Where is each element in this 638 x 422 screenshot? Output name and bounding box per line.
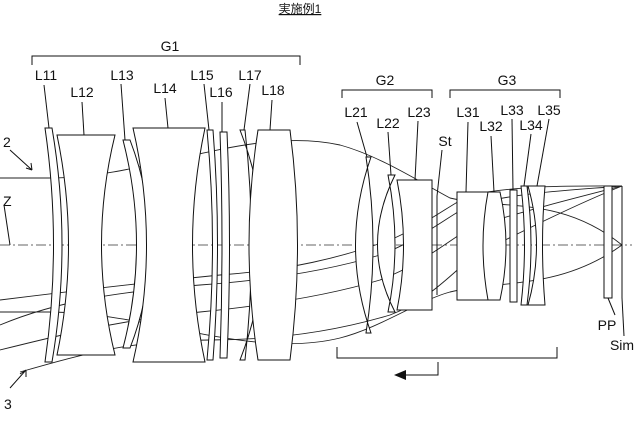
group-label-g2: G2 <box>376 72 395 88</box>
label-l22: L22 <box>376 115 400 131</box>
label-l13: L13 <box>110 67 134 83</box>
lens-l35 <box>527 185 546 306</box>
ray-2-leader-arrow <box>9 149 33 171</box>
group-bracket-g1 <box>31 55 301 65</box>
label-l14: L14 <box>153 80 177 96</box>
label-l32: L32 <box>479 118 503 134</box>
label-l34: L34 <box>519 117 543 133</box>
lens-l34 <box>520 185 532 306</box>
figure-title: 実施例1 <box>279 1 322 16</box>
label-stop: St <box>438 133 451 149</box>
label-l15: L15 <box>190 67 214 83</box>
lens-l12 <box>56 134 116 356</box>
group-bracket-g3 <box>449 89 561 98</box>
group-label-g1: G1 <box>161 38 180 54</box>
ray-3-leader-arrow <box>9 369 27 389</box>
label-l16: L16 <box>209 84 233 100</box>
lens-l22 <box>377 174 396 313</box>
lens-l21 <box>355 156 374 334</box>
parallel-plate <box>603 185 613 299</box>
label-l11: L11 <box>35 67 58 83</box>
label-l17: L17 <box>238 67 262 83</box>
label-l33: L33 <box>500 102 524 118</box>
focus-movement-bracket <box>336 347 558 359</box>
group-bracket-g2 <box>341 89 433 98</box>
lens-l15 <box>206 129 218 361</box>
label-l18: L18 <box>261 82 285 98</box>
label-leaders <box>3 83 625 389</box>
lens-l23 <box>396 179 433 311</box>
lens-l33 <box>509 189 518 303</box>
label-plate: PP <box>598 317 617 333</box>
label-axis: Z <box>3 193 12 209</box>
label-l21: L21 <box>344 104 368 120</box>
group-label-g3: G3 <box>498 72 517 88</box>
offaxis-ray-c <box>19 185 623 373</box>
lens-l18 <box>248 129 298 361</box>
label-ray-2: 2 <box>3 134 11 150</box>
lens-l14 <box>132 127 206 363</box>
focus-movement-arrowhead <box>394 370 406 380</box>
focus-movement-arrow <box>398 362 439 376</box>
lens-l11 <box>44 127 63 363</box>
label-l31: L31 <box>456 104 480 120</box>
label-l35: L35 <box>537 102 561 118</box>
label-image-plane: Sim <box>610 337 634 353</box>
lens-l32 <box>482 191 507 301</box>
label-ray-3: 3 <box>4 396 12 412</box>
label-l23: L23 <box>407 104 431 120</box>
lens-l16 <box>219 131 230 359</box>
label-l12: L12 <box>70 84 94 100</box>
